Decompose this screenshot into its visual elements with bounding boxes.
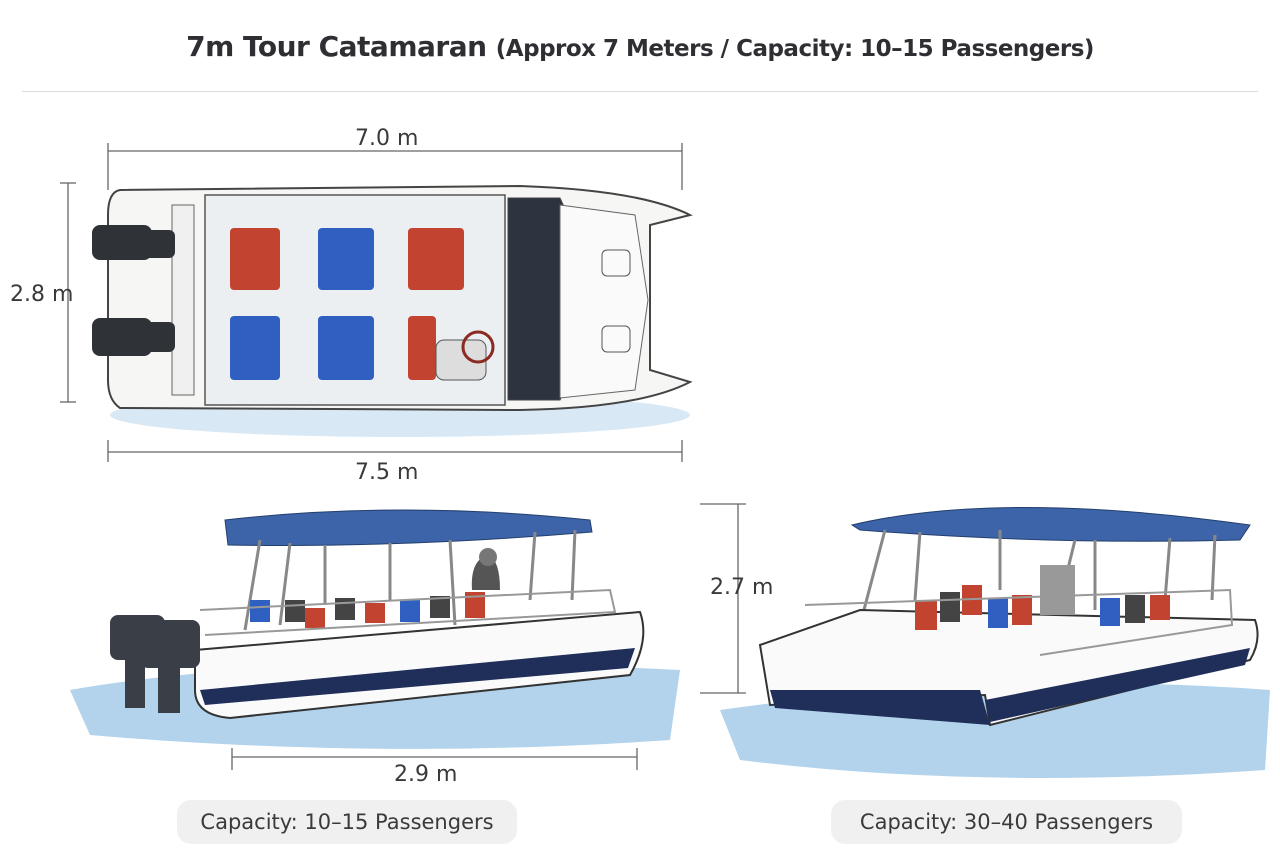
divider <box>22 91 1258 92</box>
passenger-seats <box>250 592 485 628</box>
dimension-top-length: 7.0 m <box>355 126 419 151</box>
dimension-beam: 2.8 m <box>10 282 74 307</box>
dimension-overall-length: 7.5 m <box>355 460 419 485</box>
title-sub: (Approx 7 Meters / Capacity: 10–15 Passe… <box>495 36 1095 62</box>
title-main: 7m Tour Catamaran <box>186 30 487 63</box>
dimension-height: 2.7 m <box>710 575 774 600</box>
outboard-motors-side <box>110 615 200 713</box>
page-title: 7m Tour Catamaran (Approx 7 Meters / Cap… <box>0 30 1280 63</box>
dimension-side-width: 2.9 m <box>394 762 458 787</box>
dimension-lines <box>60 143 746 770</box>
caption-left-capacity: Capacity: 10–15 Passengers <box>177 800 517 844</box>
outboard-motors <box>92 225 175 356</box>
top-view-boat <box>92 184 693 437</box>
steering-wheel-icon <box>461 330 495 364</box>
side-view-boat-large <box>720 507 1270 778</box>
side-view-boat-small <box>70 509 680 749</box>
caption-right-capacity: Capacity: 30–40 Passengers <box>831 800 1182 844</box>
seats <box>230 228 464 380</box>
